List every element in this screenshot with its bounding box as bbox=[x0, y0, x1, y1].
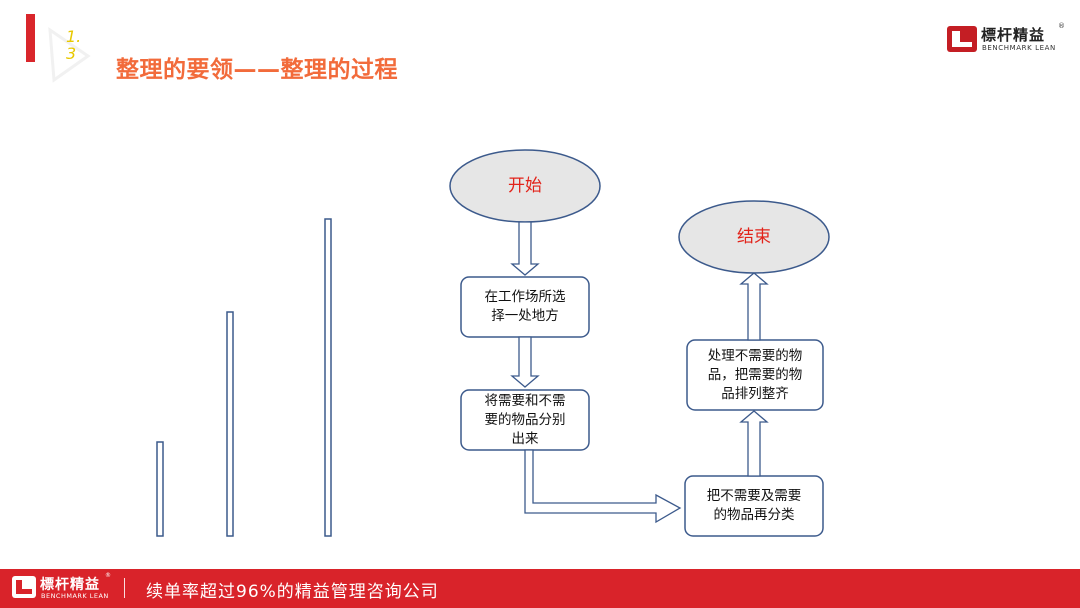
header-accent-bar bbox=[26, 14, 35, 62]
start-label: 开始 bbox=[508, 175, 542, 196]
brand-name-cn: 標杆精益 bbox=[981, 26, 1046, 44]
step4-label: 处理不需要的物 品，把需要的物 品排列整齐 bbox=[707, 347, 803, 402]
footer-brand-name-cn: 標杆精益 bbox=[40, 577, 100, 593]
arrow-step4-end bbox=[739, 272, 769, 341]
brand-logo: 標杆精益 BENCHMARK LEAN ® bbox=[947, 22, 1067, 56]
arrow-step3-step4 bbox=[739, 410, 769, 477]
brand-mark-icon bbox=[947, 26, 977, 52]
page-title: 整理的要领——整理的过程 bbox=[116, 57, 398, 83]
step2-label: 将需要和不需 要的物品分别 出来 bbox=[484, 392, 566, 447]
decor-bar-3 bbox=[324, 218, 332, 537]
decor-bar-2 bbox=[226, 311, 234, 537]
decor-bar-1 bbox=[156, 441, 164, 537]
footer-bar: 標杆精益 BENCHMARK LEAN ® 续单率超过96%的精益管理咨询公司 bbox=[0, 569, 1080, 608]
registered-icon: ® bbox=[1058, 22, 1065, 30]
footer-brand-name-en: BENCHMARK LEAN bbox=[41, 592, 109, 600]
brand-name-en: BENCHMARK LEAN bbox=[982, 44, 1056, 52]
decorative-triangle bbox=[48, 26, 91, 83]
footer-slogan: 续单率超过96%的精益管理咨询公司 bbox=[146, 582, 439, 602]
footer-brand-mark-icon bbox=[12, 576, 36, 598]
footer-registered-icon: ® bbox=[105, 572, 111, 579]
arrow-step1-step2 bbox=[510, 336, 540, 388]
footer-divider bbox=[124, 578, 125, 598]
arrow-step2-step3 bbox=[524, 449, 682, 524]
section-number: 1. 3 bbox=[66, 27, 82, 63]
arrow-start-step1 bbox=[510, 221, 540, 276]
step3-label: 把不需要及需要 的物品再分类 bbox=[706, 488, 802, 523]
step1-label: 在工作场所选 择一处地方 bbox=[484, 289, 566, 324]
end-label: 结束 bbox=[737, 226, 771, 247]
